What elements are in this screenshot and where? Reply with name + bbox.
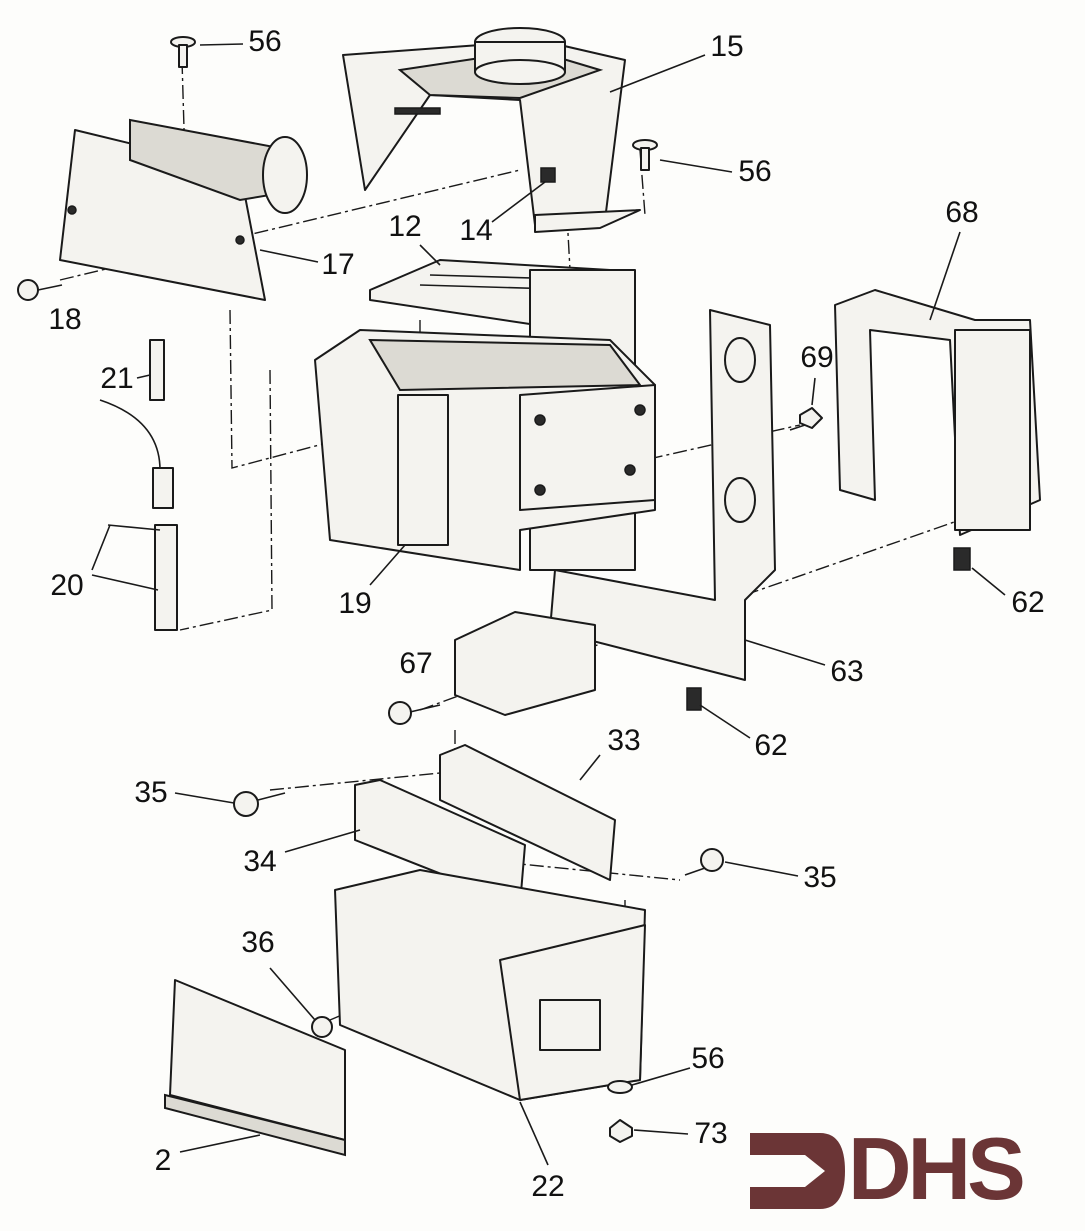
part-20-sensor: [154, 524, 178, 631]
part-label: 35: [803, 861, 837, 894]
part-label: 62: [1011, 586, 1045, 619]
part-label: 73: [694, 1117, 728, 1150]
part-label: 56: [738, 155, 772, 188]
part-label: 69: [800, 341, 834, 374]
part-label: 56: [248, 25, 282, 58]
part-label: 36: [241, 926, 275, 959]
part-68-bracket: [834, 289, 1041, 536]
part-label: 22: [531, 1170, 565, 1203]
part-21-wire: [99, 399, 161, 471]
part-label: 33: [607, 724, 641, 757]
part-label: 21: [100, 362, 134, 395]
part-label: 56: [691, 1042, 725, 1075]
part-20-screw: [107, 524, 161, 531]
part-label: 62: [754, 729, 788, 762]
leader-lines: [91, 43, 1006, 1166]
part-19-heat-exchanger: [314, 269, 656, 571]
screws: [17, 36, 971, 1143]
part-label: 15: [710, 30, 744, 63]
dhs-logo-arrow-icon: [750, 1133, 845, 1209]
part-67-ignition-box: [454, 611, 596, 716]
part-label: 17: [321, 248, 355, 281]
part-label: 12: [388, 210, 422, 243]
part-label: 67: [399, 647, 433, 680]
part-label: 14: [459, 214, 493, 247]
part-21-connector: [152, 467, 174, 509]
part-21-electrode: [149, 339, 165, 401]
part-label: 18: [48, 303, 82, 336]
part-22-casing: [334, 869, 646, 1101]
part-label: 2: [154, 1144, 172, 1177]
part-33-plate: [439, 744, 616, 881]
part-label: 20: [50, 569, 84, 602]
part-label: 34: [243, 845, 277, 878]
part-label: 35: [134, 776, 168, 809]
dhs-logo: DHS: [848, 1119, 1026, 1218]
part-2-flange: [164, 1093, 346, 1157]
part-label: 63: [830, 655, 864, 688]
part-17-bracket: [59, 118, 308, 301]
part-63-bracket: [549, 309, 776, 681]
part-label: 19: [338, 587, 372, 620]
part-label: 68: [945, 196, 979, 229]
